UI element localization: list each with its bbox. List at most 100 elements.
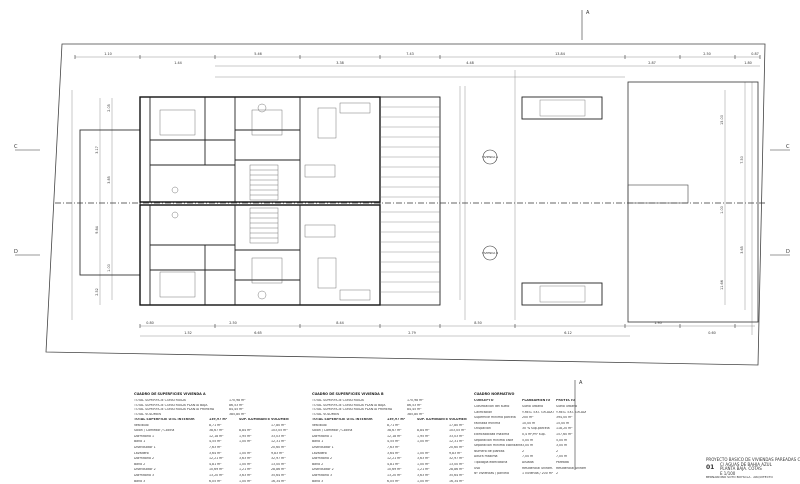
table-cell: 9,83 m³ xyxy=(271,451,284,455)
pool-a xyxy=(521,96,603,120)
table-cell: Lavadero xyxy=(134,451,149,455)
table-cell: 0,4 m²/m² sup. xyxy=(522,433,546,436)
table-cell: 35,64 m³ xyxy=(449,473,464,477)
table-cell: 157,60 m² xyxy=(556,433,573,436)
table-cell: 118,20 m² xyxy=(556,427,573,431)
table-cell: 4,55 m² xyxy=(209,440,222,444)
table-cell: 8,71 m² xyxy=(387,423,400,427)
dimension-text: 0.87 xyxy=(751,52,759,56)
table-cell: Fachada mínima xyxy=(474,421,501,425)
dimension-text: 0.80 xyxy=(146,321,154,325)
table-cell: 1,00 m² xyxy=(239,451,252,455)
table-cell: 84,45 m² xyxy=(407,408,422,411)
dimension-text: 2.79 xyxy=(408,331,416,335)
table-cell: 1,00 m² xyxy=(239,479,252,483)
table-cell: Número de plantas xyxy=(474,449,505,453)
rear-block xyxy=(627,81,759,323)
table-cell: 17,80 m³ xyxy=(449,423,464,427)
dimension-text: 6.65 xyxy=(254,331,262,335)
section-mark-c-right: C xyxy=(786,144,790,150)
table-cell: TOTAL SUPERFICIE CONSTRUIDA PLANTA PRIME… xyxy=(312,408,393,411)
table-cell: 16,34 m³ xyxy=(271,479,286,483)
dimension-text: 15.00 xyxy=(720,115,724,125)
table-cell: Clasificación del suelo xyxy=(474,405,510,408)
table-cell: Residencial unifam. xyxy=(556,466,586,470)
dimension-text: 11.66 xyxy=(720,280,724,290)
table-cell: 3,64 m² xyxy=(209,451,222,455)
table-cell: TOTAL SUPERFICIE CONSTRUIDA PLANTA BAJA xyxy=(134,403,208,407)
table-cell: Separación mínima colindantes xyxy=(474,444,522,448)
table-cell: 385,80 m³ xyxy=(407,412,424,416)
table-cell: 13,20 m² xyxy=(387,473,402,477)
table-cell: Baño 1 xyxy=(312,440,324,444)
dimension-text: 8.44 xyxy=(336,321,344,325)
table-cell: 16,34 m³ xyxy=(449,479,464,483)
table-cell: 170,98 m² xyxy=(407,399,424,402)
table-cell: Aislada xyxy=(522,461,534,464)
table-cell: Vestíbulo xyxy=(134,423,149,427)
pool-b xyxy=(521,282,603,306)
table-cell: TOTAL SUPERFICIE CONSTRUIDA xyxy=(312,399,364,402)
table-cell: 20,60 m³ xyxy=(271,445,286,449)
pool-a-inner xyxy=(539,99,586,117)
table-cell: TOTAL VOLUMEN xyxy=(312,412,339,416)
table-cell: 86,53 m² xyxy=(407,403,422,407)
table-cell: 10,69 m² xyxy=(209,468,224,472)
table-cell: 12,18 m² xyxy=(209,434,224,438)
table-cell: 4,55 m² xyxy=(387,440,400,444)
dimension-text: 3.38 xyxy=(336,61,344,65)
table-total-row: TOTAL SUPERFICIE CONSTRUIDA PLANTA BAJA 8… xyxy=(312,404,437,407)
table-cell: Salón / Comedor / Cocina xyxy=(134,429,175,433)
table-cell: Distribuidor 2 xyxy=(312,468,334,472)
table-cell: 394,00 m² xyxy=(556,416,573,420)
dimension-text: 3.17 xyxy=(95,146,99,154)
table-cell: 3,63 m² xyxy=(239,473,252,477)
table-cell: Baño 2 xyxy=(312,462,324,466)
pool-b-inner xyxy=(539,285,586,303)
table-cell: 3,00 m xyxy=(556,444,568,448)
section-markers xyxy=(15,10,790,470)
title-block-line-4: E 1/100 xyxy=(720,470,736,476)
table-cell: 170,98 m² xyxy=(229,399,246,402)
table-cell: 38,67 m² xyxy=(209,429,224,433)
table-cell: Vestíbulo xyxy=(312,423,327,427)
dimension-text: 5.46 xyxy=(254,52,262,56)
table-header-cell: 139,97 m² xyxy=(387,418,406,421)
table-cell: 1,21 m² xyxy=(417,468,430,472)
table-cell: Dormitorio 3 xyxy=(312,473,333,477)
table-cell: 10,69 m² xyxy=(387,468,402,472)
table-cell: 5,00 m xyxy=(556,438,568,442)
vivienda-a-label: VIVIENDA A xyxy=(482,155,498,159)
table-cell: 4,81 m² xyxy=(387,462,400,466)
dimension-lines xyxy=(71,56,760,337)
dimension-ticks xyxy=(74,55,761,328)
table-cell: TOTAL SUPERFICIE CONSTRUIDA PLANTA BAJA xyxy=(312,403,386,407)
title-block: PROYECTO BASICO DE VIVIENDAS PAREADAS CO… xyxy=(706,457,800,480)
area-table-b: CUADRO DE SUPERFICIES VIVIENDA B TOTAL S… xyxy=(310,392,477,483)
table-cell: 33,03 m³ xyxy=(449,434,464,438)
table-cell: Dormitorio 1 xyxy=(134,434,155,438)
table-cell: 3,63 m² xyxy=(417,473,430,477)
table-row: Dormitorio 3 13,20 m² 3,63 m² 35,64 m³ xyxy=(312,474,477,477)
table-cell: Distribuidor 1 xyxy=(134,445,156,449)
table-header-cell: TOTAL SUPERFICIE ÚTIL INTERIOR xyxy=(312,418,373,421)
table-cell: 385,80 m³ xyxy=(229,412,246,416)
